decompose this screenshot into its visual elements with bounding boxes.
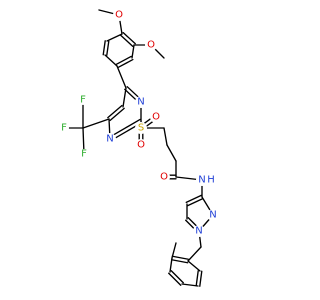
bond-b5-b6-a: [199, 270, 203, 287]
atom-n-amide: N: [196, 174, 208, 186]
bond-a1-a2-a: [120, 34, 134, 48]
svg-text:O: O: [152, 112, 160, 123]
svg-text:O: O: [137, 140, 145, 151]
atom-o-sulfonyl-bottom: O: [135, 139, 147, 151]
bond-ch2d-b1: [187, 246, 202, 262]
svg-text:O: O: [147, 40, 155, 51]
molecule-structure: O O N N F F F S O O O N H N N: [59, 9, 219, 287]
svg-text:N: N: [198, 175, 205, 186]
svg-text:O: O: [160, 172, 168, 183]
bond-a6-a1: [106, 33, 123, 42]
svg-text:O: O: [115, 10, 123, 21]
bond-b1-b2-a: [171, 255, 190, 260]
bond-pz3-pz4-a: [185, 194, 202, 204]
atom-n-pyrazole-2: N: [193, 225, 205, 237]
bond-a2-a3: [131, 44, 135, 59]
bond-c6-c5-b: [107, 104, 123, 119]
svg-text:S: S: [138, 123, 144, 134]
bond-b3-b4-a: [168, 272, 182, 286]
svg-text:F: F: [61, 123, 67, 134]
svg-text:N: N: [137, 97, 144, 108]
bond-a4-c4: [116, 65, 127, 89]
bond-b4-b5: [181, 283, 199, 287]
atom-o-methoxy-top: O: [113, 9, 125, 21]
bond-c2-n1-a: [108, 118, 141, 139]
atom-f-1: F: [78, 95, 88, 106]
bond-pz3-pz4-b: [187, 197, 204, 207]
atom-h-amide: H: [206, 175, 216, 186]
bond-c5-c4: [122, 87, 127, 108]
atom-f-2: F: [59, 123, 69, 134]
atom-s-sulfonyl: S: [135, 122, 147, 134]
atom-n-pyrazole-1: N: [207, 209, 219, 221]
bond-c6-c5-a: [109, 107, 125, 122]
bond-b2-me3: [171, 242, 177, 259]
atom-n-pyrimidine-2: N: [104, 133, 116, 145]
svg-text:F: F: [80, 95, 86, 106]
bond-a5-a6-b: [102, 40, 106, 56]
bond-a4-a5: [104, 54, 118, 67]
atom-labels: O O N N F F F S O O O N H N N: [59, 9, 219, 237]
atom-o-methoxy-side: O: [145, 39, 157, 51]
bond-b6-b1: [187, 260, 201, 272]
atom-n-pyrimidine-1: N: [135, 96, 147, 108]
bond-a3-a4-b: [117, 58, 134, 69]
bond-b2-b3: [169, 257, 173, 273]
bond-c6-cf: [82, 118, 110, 129]
bond-ch2a-ch2b: [163, 127, 168, 146]
bond-b3-b4-b: [170, 270, 184, 284]
atom-f-3: F: [79, 149, 89, 160]
bond-a3-a4-a: [115, 55, 132, 66]
bond-ch2b-ch2c: [166, 144, 177, 162]
bond-a1-a2-b: [122, 31, 136, 45]
bond-b1-b2-b: [170, 259, 189, 264]
svg-text:N: N: [209, 210, 216, 221]
svg-text:N: N: [106, 134, 113, 145]
bond-b5-b6-b: [195, 270, 199, 287]
svg-text:F: F: [81, 149, 87, 160]
svg-text:H: H: [207, 175, 215, 186]
atom-o-sulfonyl-top: O: [150, 111, 162, 123]
atom-o-carbonyl: O: [158, 171, 170, 183]
svg-text:N: N: [195, 226, 202, 237]
bond-a5-a6-a: [106, 40, 110, 56]
